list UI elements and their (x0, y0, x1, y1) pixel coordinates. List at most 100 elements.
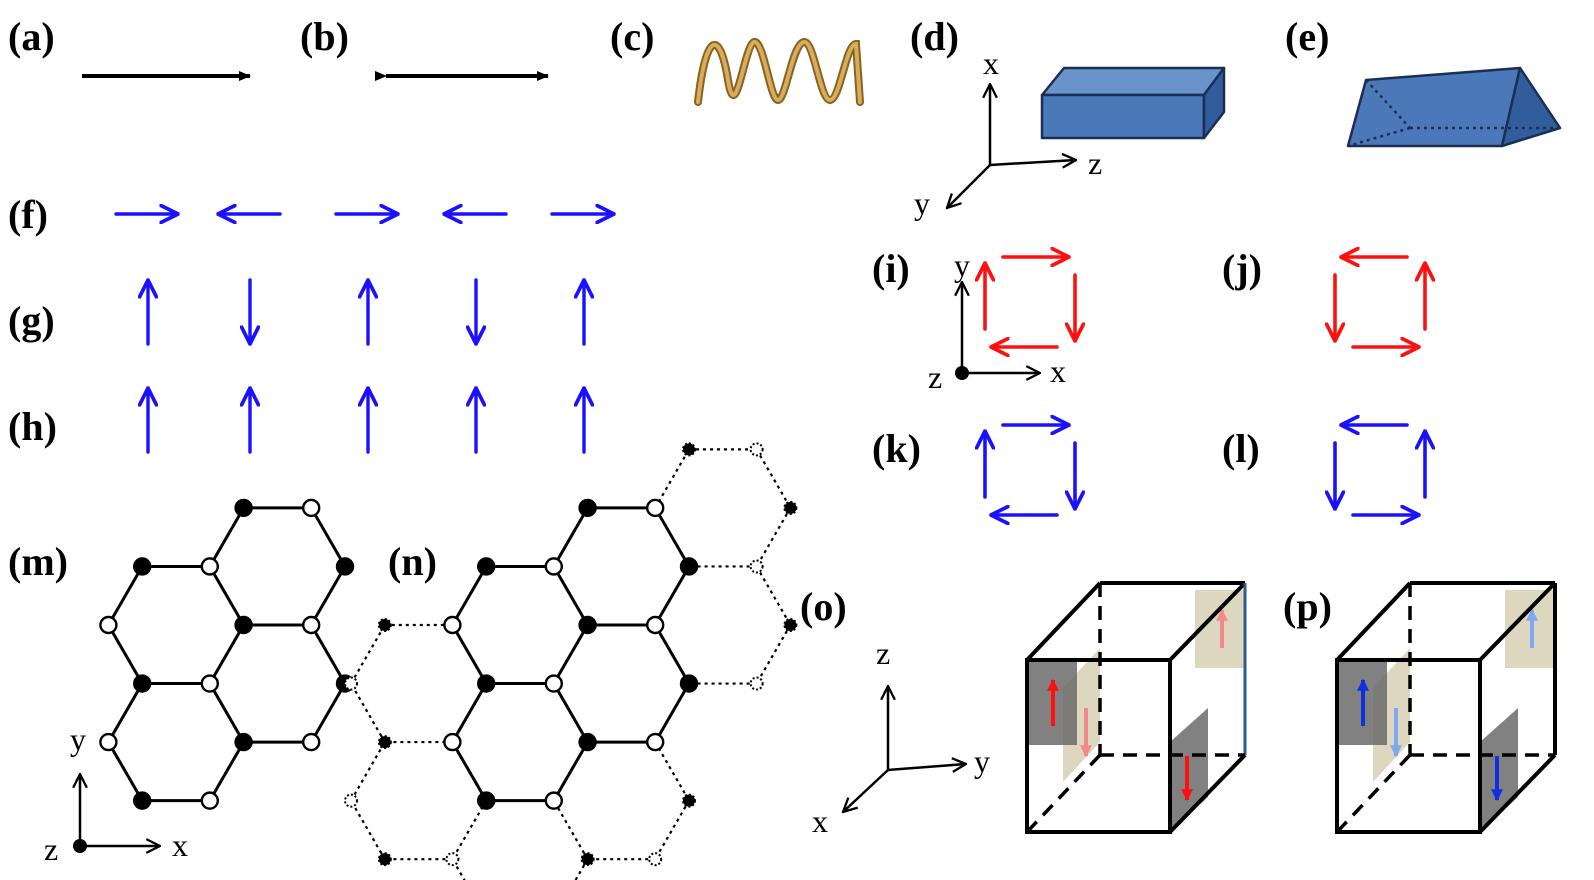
site-filled (132, 791, 152, 810)
site-filled (578, 732, 597, 752)
bond (654, 448, 690, 509)
panel-label-b: (b) (300, 14, 349, 59)
axes-i: y x z (928, 247, 1066, 395)
site-open (646, 732, 665, 752)
site-secondary (377, 735, 392, 750)
bond (755, 448, 792, 509)
site-open (646, 498, 665, 518)
bond (552, 507, 589, 568)
panel-label-o: (o) (800, 584, 847, 629)
rectangular-prism (1040, 66, 1226, 140)
site-secondary (749, 442, 764, 457)
bond (654, 741, 690, 802)
bond (309, 682, 347, 743)
bond (208, 741, 245, 802)
axis-label-y: y (70, 721, 86, 757)
bond (552, 624, 589, 685)
bond (451, 624, 488, 685)
site-filled (679, 557, 699, 576)
bond (451, 682, 488, 743)
triangular-prism (1346, 66, 1562, 148)
panel-label-n: (n) (388, 539, 437, 584)
site-secondary (749, 676, 764, 691)
bond (107, 741, 144, 802)
site-open (443, 732, 462, 752)
bond (654, 800, 690, 860)
loop-i (985, 257, 1075, 347)
site-secondary (344, 676, 358, 691)
bond (350, 741, 386, 802)
site-secondary (445, 852, 460, 867)
site-filled (234, 498, 253, 518)
site-filled (132, 557, 152, 576)
site-filled (477, 791, 496, 810)
axis-label-z: z (876, 635, 890, 671)
site-secondary (783, 618, 798, 632)
axes-d: x z y (914, 45, 1102, 221)
axis-label-z: z (928, 359, 942, 395)
site-filled (234, 732, 253, 752)
bond (552, 800, 589, 860)
site-filled (335, 557, 355, 576)
bond (653, 624, 691, 685)
bond (208, 565, 245, 626)
bond (552, 565, 589, 626)
spin-loops (985, 257, 1425, 515)
bond (451, 741, 488, 802)
site-filled (132, 674, 152, 693)
bond (309, 507, 347, 568)
axis-label-z: z (1088, 145, 1102, 181)
site-open (443, 615, 462, 635)
axis-label-x: x (172, 827, 188, 863)
cube-o (1025, 581, 1247, 834)
bond (653, 507, 691, 568)
bond (451, 565, 488, 626)
panel-label-d: (d) (910, 14, 959, 59)
site-secondary (344, 793, 358, 808)
site-open (99, 615, 118, 635)
axes-o: z y x (812, 635, 990, 839)
axis-label-y: y (954, 247, 970, 283)
helix-spring-icon (694, 38, 864, 106)
site-filled (578, 498, 597, 518)
site-open (200, 674, 220, 693)
site-secondary (749, 559, 764, 574)
axis-label-y: y (974, 743, 990, 779)
bond (350, 800, 386, 860)
site-secondary (682, 442, 696, 457)
loop-l (1335, 425, 1425, 515)
bond (653, 682, 691, 743)
panel-label-h: (h) (8, 404, 57, 449)
panel-label-i: (i) (872, 246, 910, 291)
panel-label-a: (a) (8, 14, 55, 59)
site-secondary (783, 500, 798, 515)
panel-label-c: (c) (610, 14, 654, 59)
bond (208, 507, 245, 568)
bond (451, 800, 488, 860)
spin-rows (114, 214, 616, 454)
panel-label-j: (j) (1222, 246, 1262, 291)
panel-label-p: (p) (1283, 584, 1332, 629)
panel-label-k: (k) (872, 426, 921, 471)
site-filled (234, 615, 253, 635)
panel-label-m: (m) (8, 539, 68, 584)
loop-j (1335, 257, 1425, 347)
bond (755, 565, 792, 626)
bond (755, 507, 792, 568)
bond (552, 741, 589, 802)
site-open (544, 674, 563, 693)
bond (107, 565, 144, 626)
site-filled (477, 674, 496, 693)
panel-label-g: (g) (8, 298, 55, 343)
bond (653, 565, 691, 626)
site-filled (679, 674, 699, 693)
site-open (544, 557, 563, 576)
site-open (200, 557, 220, 576)
site-secondary (377, 618, 392, 632)
panel-label-f: (f) (8, 192, 48, 237)
bond (350, 624, 386, 685)
site-open (302, 732, 321, 752)
bond (451, 858, 466, 880)
site-secondary (648, 852, 663, 867)
